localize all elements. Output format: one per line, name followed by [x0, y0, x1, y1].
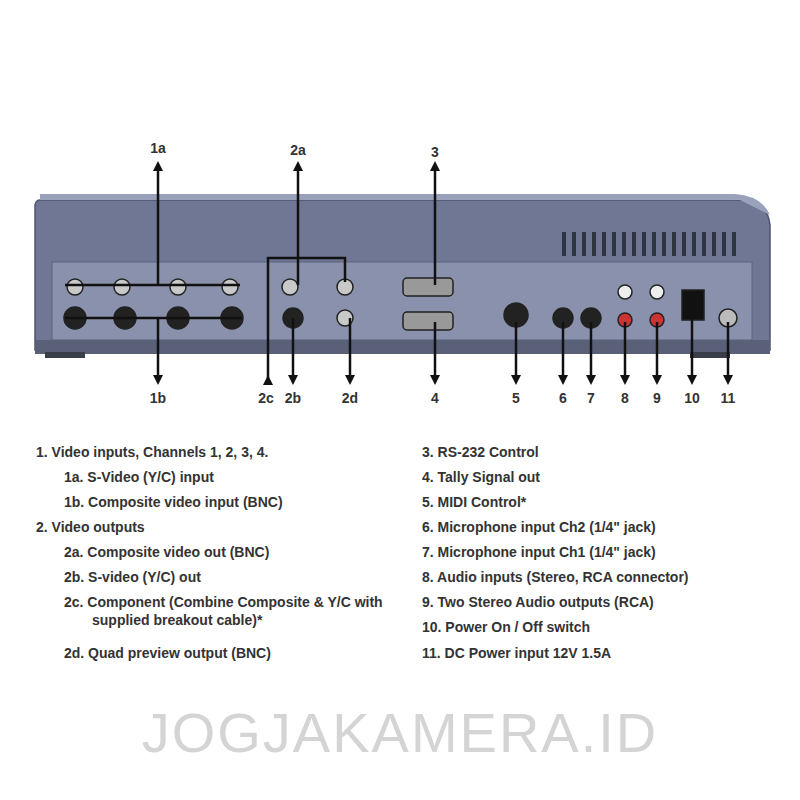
- legend-item: 3. RS-232 Control: [422, 443, 539, 461]
- callout-number: 7: [587, 390, 595, 406]
- callout-number: 1b: [150, 390, 166, 406]
- legend-item: 9. Two Stereo Audio outputs (RCA): [422, 593, 654, 611]
- legend-item: 5. MIDI Control*: [422, 493, 526, 511]
- callout-number: 10: [684, 390, 700, 406]
- callout-number: 2d: [342, 390, 358, 406]
- callout-number: 11: [721, 390, 736, 406]
- legend-item: 2a. Composite video out (BNC): [64, 543, 269, 561]
- legend-item: 2. Video outputs: [36, 518, 145, 536]
- callout-number: 2b: [285, 390, 301, 406]
- legend-item: 1a. S-Video (Y/C) input: [64, 468, 214, 486]
- callout-number: 4: [431, 390, 439, 406]
- legend-item: 2b. S-video (Y/C) out: [64, 568, 201, 586]
- legend-item: 4. Tally Signal out: [422, 468, 540, 486]
- callout-number: 5: [512, 390, 520, 406]
- legend-item: 11. DC Power input 12V 1.5A: [422, 644, 611, 662]
- callout-number: 2a: [290, 142, 306, 158]
- legend-item: 7. Microphone input Ch1 (1/4" jack): [422, 543, 656, 561]
- callout-number: 8: [621, 390, 629, 406]
- callout-number: 1a: [150, 140, 166, 156]
- callout-number: 2c: [258, 390, 274, 406]
- legend-item: 1b. Composite video input (BNC): [64, 493, 283, 511]
- callout-number: 6: [559, 390, 567, 406]
- legend-item: 8. Audio inputs (Stereo, RCA connector): [422, 568, 689, 586]
- legend-item: 10. Power On / Off switch: [422, 618, 590, 636]
- watermark: JOGJAKAMERA.ID: [142, 700, 659, 765]
- legend-item: 2d. Quad preview output (BNC): [64, 644, 271, 662]
- legend-item: 6. Microphone input Ch2 (1/4" jack): [422, 518, 656, 536]
- legend-item: 1. Video inputs, Channels 1, 2, 3, 4.: [36, 443, 268, 461]
- callout-number: 9: [653, 390, 661, 406]
- legend-item: 2c. Component (Combine Composite & Y/C w…: [64, 593, 392, 629]
- callout-number: 3: [431, 144, 439, 160]
